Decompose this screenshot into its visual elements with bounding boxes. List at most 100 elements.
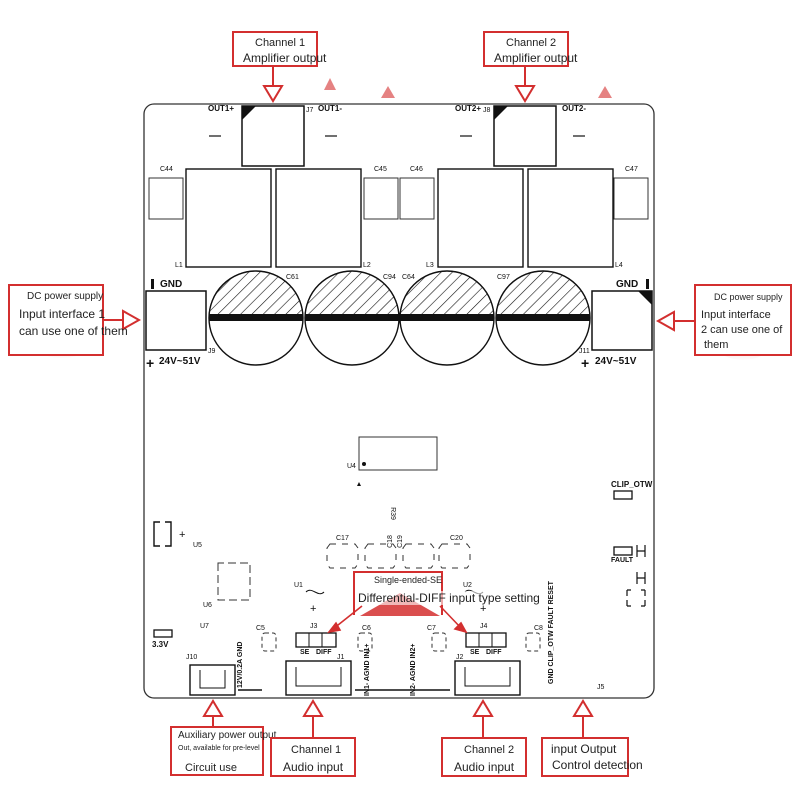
arrow-control — [572, 699, 594, 737]
label-se-2: SE — [470, 649, 480, 656]
j3-jumper — [295, 632, 337, 648]
arrow-aux — [202, 699, 224, 726]
arrow-ch1-input — [302, 699, 324, 737]
label-l1: L1 — [175, 262, 183, 269]
arrow-dc-right — [655, 310, 694, 332]
label-out1-minus: OUT1- — [318, 104, 342, 113]
label-c46: C46 — [410, 166, 423, 173]
label-j3: J3 — [310, 623, 318, 630]
label-gnd-right: GND — [616, 279, 639, 290]
label-fault: FAULT — [611, 557, 634, 564]
annotation-input-type-text: Differential-DIFF input type setting — [358, 591, 540, 605]
l2-inductor — [275, 168, 362, 268]
j2-connector — [454, 660, 521, 696]
svg-text:+: + — [480, 603, 486, 615]
annotation-control: input Output Control detection — [541, 737, 643, 777]
label-c45: C45 — [374, 166, 387, 173]
c44-pad — [148, 177, 184, 220]
label-j10: J10 — [186, 654, 198, 661]
label-c64: C64 — [402, 274, 415, 281]
arrow-ch2-output — [514, 66, 536, 103]
label-aux-pins: 12V/0.2A GND — [237, 641, 244, 688]
annotation-dc-right: DC power supply Input interface 2 can us… — [694, 284, 792, 356]
label-c19: C19 — [396, 535, 404, 548]
c61-capacitor — [208, 270, 304, 366]
c94-capacitor — [304, 270, 400, 366]
annotation-aux-power: Auxiliary power output Out, available fo… — [170, 726, 276, 776]
label-c61: C61 — [286, 274, 299, 281]
j7-terminal — [241, 105, 305, 167]
annotation-dc-left: DC power supply Input interface 1 can us… — [8, 284, 128, 356]
label-l4: L4 — [615, 262, 623, 269]
label-c5: C5 — [256, 625, 265, 632]
label-l3: L3 — [426, 262, 434, 269]
j10-connector — [189, 664, 236, 696]
label-u6: U6 — [203, 602, 212, 609]
label-out2-plus: OUT2+ — [455, 104, 482, 113]
label-j4: J4 — [480, 623, 488, 630]
label-diff-1: DIFF — [316, 649, 332, 656]
c64-capacitor — [399, 270, 495, 366]
label-c7: C7 — [427, 625, 436, 632]
label-u1: U1 — [294, 582, 303, 589]
label-c18: C18 — [386, 535, 394, 548]
label-j1: J1 — [337, 654, 345, 661]
label-u7: U7 — [200, 623, 209, 630]
j1-connector — [285, 660, 352, 696]
label-3v3: 3.3V — [152, 640, 169, 649]
label-out1-plus: OUT1+ — [208, 104, 235, 113]
annotation-ch1-input: Channel 1 Audio input — [270, 737, 356, 777]
label-u5: U5 — [193, 542, 202, 549]
l3-inductor — [437, 168, 524, 268]
label-u4: U4 — [347, 463, 356, 470]
l4-inductor — [527, 168, 614, 268]
arrow-ch1-output — [262, 66, 284, 103]
label-c47: C47 — [625, 166, 638, 173]
svg-text:+: + — [146, 355, 154, 371]
j9-terminal — [145, 290, 207, 351]
svg-text:+: + — [581, 355, 589, 371]
c46-pad — [399, 177, 435, 220]
label-j2: J2 — [456, 654, 464, 661]
label-diff-2: DIFF — [486, 649, 502, 656]
l1-inductor — [185, 168, 272, 268]
c47-pad — [613, 177, 649, 220]
annotation-ch1-output: Channel 1 Amplifier output — [232, 31, 326, 67]
arrow-input-type — [327, 605, 468, 634]
arrow-dc-left — [103, 309, 142, 331]
label-j8: J8 — [483, 107, 491, 114]
label-c8: C8 — [534, 625, 543, 632]
label-gnd-left: GND — [160, 279, 183, 290]
u4-chip — [358, 436, 438, 471]
c45-pad — [363, 177, 399, 220]
label-c17: C17 — [336, 535, 349, 542]
annotation-ch2-output: Channel 2 Amplifier output — [483, 31, 577, 67]
label-se-1: SE — [300, 649, 310, 656]
label-c97: C97 — [497, 274, 510, 281]
j8-terminal — [493, 105, 557, 167]
label-c94: C94 — [383, 274, 396, 281]
label-c44: C44 — [160, 166, 173, 173]
label-j11: J11 — [579, 348, 590, 355]
label-ctrl-pins: GND CLIP_OTW FAULT RESET — [548, 581, 555, 684]
label-in2-pins: IN2- AGND IN2+ — [410, 643, 417, 696]
label-voltage-left: 24V~51V — [159, 356, 201, 367]
clip-otw-led — [613, 490, 633, 500]
j11-terminal — [591, 290, 653, 351]
j4-jumper — [465, 632, 507, 648]
arrow-ch2-input — [472, 699, 494, 737]
label-j5: J5 — [597, 684, 605, 691]
label-r39: R39 — [388, 507, 396, 520]
led-3v3 — [153, 629, 173, 638]
label-j7: J7 — [306, 107, 314, 114]
label-l2: L2 — [363, 262, 371, 269]
label-clip-otw: CLIP_OTW — [611, 480, 653, 489]
label-u2: U2 — [463, 582, 472, 589]
svg-text:+: + — [179, 529, 185, 541]
label-c20: C20 — [450, 535, 463, 542]
annotation-ch2-input: Channel 2 Audio input — [441, 737, 527, 777]
svg-text:+: + — [310, 603, 316, 615]
label-c6: C6 — [362, 625, 371, 632]
c97-capacitor — [495, 270, 591, 366]
